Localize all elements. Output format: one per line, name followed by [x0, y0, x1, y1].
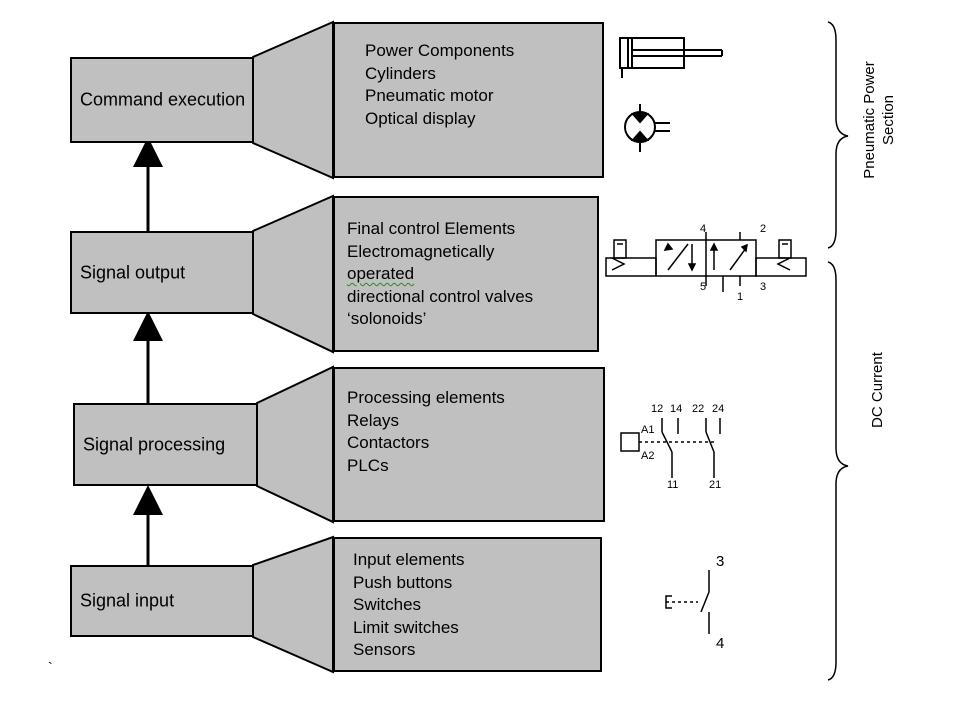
relay-terminal-24: 24	[712, 403, 724, 415]
desc-line: Limit switches	[353, 617, 459, 637]
desc-line: Power Components	[365, 41, 515, 60]
switch-terminal-3: 3	[716, 553, 724, 570]
stage-label: Signal input	[80, 590, 175, 611]
desc-signal-output: Final control Elements Electromagnetical…	[333, 196, 599, 352]
relay-terminal-12: 12	[651, 403, 663, 415]
stage-label: Command execution	[80, 89, 246, 110]
stage-signal-output: Signal output	[70, 231, 254, 314]
desc-line: Cylinders	[365, 63, 436, 83]
desc-line: Sensors	[353, 640, 416, 659]
solenoid-valve-icon	[605, 232, 807, 292]
connector-signal-input	[252, 535, 334, 674]
group-label-line: DC Current	[869, 352, 886, 428]
desc-line: Input elements	[353, 550, 465, 569]
desc-line: operated	[347, 264, 415, 283]
stage-signal-input: Signal input	[70, 565, 254, 637]
desc-line: Push buttons	[353, 572, 453, 592]
valve-port-2: 2	[760, 223, 766, 235]
relay-coil-a1: A1	[641, 424, 654, 436]
desc-line: Pneumatic motor	[365, 86, 494, 105]
relay-terminal-21: 21	[709, 479, 721, 491]
brace-pneumatic	[827, 21, 849, 249]
group-label-pneumatic: Pneumatic Power Section	[860, 40, 900, 200]
desc-signal-input: Input elements Push buttons Switches Lim…	[333, 537, 602, 672]
relay-terminal-22: 22	[692, 403, 704, 415]
desc-line: Electromagnetically	[347, 241, 495, 261]
stage-command-execution: Command execution	[70, 57, 254, 143]
relay-terminal-11: 11	[667, 479, 678, 491]
stage-signal-processing: Signal processing	[73, 403, 258, 486]
desc-line: Switches	[353, 595, 422, 614]
group-label-dc: DC Current	[868, 330, 888, 450]
connector-command-execution	[252, 20, 334, 180]
group-label-line: Pneumatic Power	[861, 61, 878, 179]
cylinder-icon	[619, 37, 723, 78]
connector-signal-processing	[256, 365, 334, 524]
relay-icon	[620, 418, 721, 478]
desc-line: Relays	[347, 410, 399, 430]
desc-line: PLCs	[347, 455, 389, 475]
stage-label: Signal processing	[83, 434, 226, 454]
stray-mark: `	[48, 659, 53, 675]
desc-line: Optical display	[365, 108, 476, 128]
desc-line: directional control valves	[347, 286, 534, 306]
connector-signal-output	[252, 194, 334, 354]
desc-line: ‘solonoids’	[347, 309, 427, 328]
desc-line: Contactors	[347, 433, 430, 452]
relay-coil-a2: A2	[641, 450, 654, 462]
brace-dc	[827, 261, 849, 681]
desc-line: Final control Elements	[347, 219, 516, 238]
push-button-switch-icon	[665, 570, 710, 634]
group-label-line: Section	[880, 94, 897, 146]
valve-port-1: 1	[737, 291, 743, 303]
relay-terminal-14: 14	[670, 403, 682, 415]
valve-port-3: 3	[760, 281, 766, 293]
switch-terminal-4: 4	[716, 635, 724, 652]
valve-port-5: 5	[700, 281, 706, 293]
valve-port-4: 4	[700, 223, 706, 235]
pneumatic-motor-icon	[624, 104, 670, 152]
desc-command-execution: Power Components Cylinders Pneumatic mot…	[333, 22, 604, 178]
desc-signal-processing: Processing elements Relays Contactors PL…	[333, 367, 605, 522]
desc-line: Processing elements	[347, 388, 505, 407]
stage-label: Signal output	[80, 262, 186, 282]
